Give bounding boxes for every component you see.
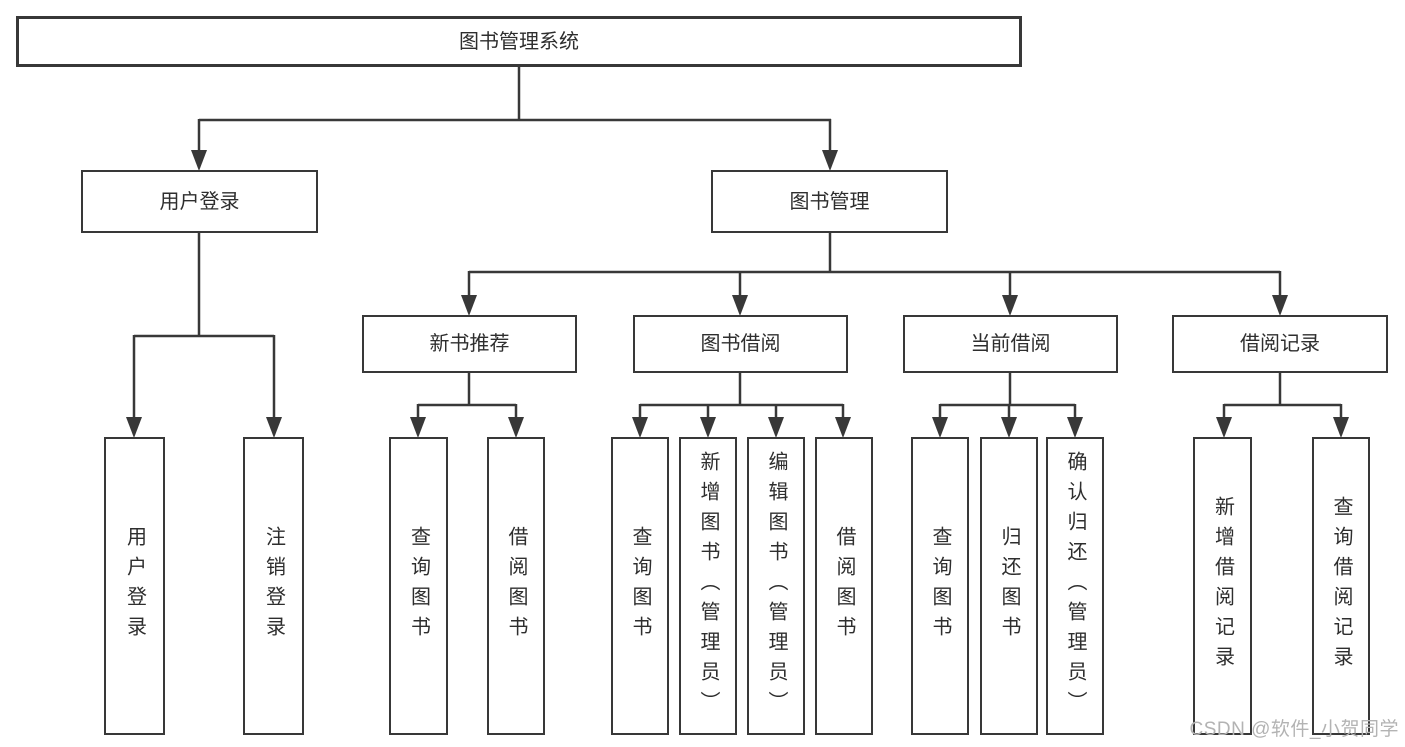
node-user-login-label: 用户登录 — [159, 190, 240, 213]
node-leaf-query-books-borrow: 查询图书 — [611, 437, 669, 735]
node-leaf-borrow-books: 借阅图书 — [815, 437, 873, 735]
node-book-management: 图书管理 — [711, 170, 948, 233]
node-leaf-edit-books-admin-label: 编辑图书（管理员） — [765, 451, 787, 721]
node-leaf-confirm-return-admin-label: 确认归还（管理员） — [1064, 451, 1086, 721]
node-book-management-label: 图书管理 — [789, 190, 870, 213]
node-leaf-add-books-admin: 新增图书（管理员） — [679, 437, 737, 735]
node-leaf-borrow-books-label: 借阅图书 — [833, 526, 855, 646]
node-borrow-records-label: 借阅记录 — [1240, 333, 1320, 355]
node-library-system: 图书管理系统 — [16, 16, 1022, 67]
node-current-borrow-label: 当前借阅 — [970, 333, 1051, 355]
node-leaf-return-books-label: 归还图书 — [998, 526, 1020, 646]
node-leaf-query-books-current-label: 查询图书 — [929, 526, 951, 646]
node-leaf-query-borrow-record: 查询借阅记录 — [1312, 437, 1370, 735]
node-leaf-confirm-return-admin: 确认归还（管理员） — [1046, 437, 1104, 735]
node-leaf-query-books-borrow-label: 查询图书 — [629, 526, 651, 646]
node-leaf-borrow-books-recommend: 借阅图书 — [487, 437, 545, 735]
node-new-book-recommend: 新书推荐 — [362, 315, 577, 373]
node-book-borrow-label: 图书借阅 — [700, 333, 781, 355]
node-borrow-records: 借阅记录 — [1172, 315, 1388, 373]
node-new-book-recommend-label: 新书推荐 — [429, 333, 510, 355]
node-leaf-logout: 注销登录 — [243, 437, 304, 735]
node-library-system-label: 图书管理系统 — [459, 30, 579, 53]
node-book-borrow: 图书借阅 — [633, 315, 848, 373]
node-leaf-return-books: 归还图书 — [980, 437, 1038, 735]
node-user-login: 用户登录 — [81, 170, 318, 233]
node-leaf-query-books-current: 查询图书 — [911, 437, 969, 735]
node-leaf-add-borrow-record-label: 新增借阅记录 — [1211, 496, 1234, 676]
node-leaf-logout-label: 注销登录 — [262, 526, 285, 646]
node-leaf-query-books-recommend-label: 查询图书 — [407, 526, 430, 646]
node-leaf-query-borrow-record-label: 查询借阅记录 — [1330, 496, 1352, 676]
node-leaf-borrow-books-recommend-label: 借阅图书 — [505, 526, 527, 646]
node-leaf-add-books-admin-label: 新增图书（管理员） — [697, 451, 719, 721]
csdn-watermark: CSDN @软件_小贺同学 — [1189, 719, 1399, 740]
node-leaf-add-borrow-record: 新增借阅记录 — [1193, 437, 1252, 735]
node-leaf-user-login-label: 用户登录 — [123, 526, 146, 646]
node-current-borrow: 当前借阅 — [903, 315, 1118, 373]
node-leaf-user-login: 用户登录 — [104, 437, 165, 735]
node-leaf-edit-books-admin: 编辑图书（管理员） — [747, 437, 805, 735]
node-leaf-query-books-recommend: 查询图书 — [389, 437, 448, 735]
